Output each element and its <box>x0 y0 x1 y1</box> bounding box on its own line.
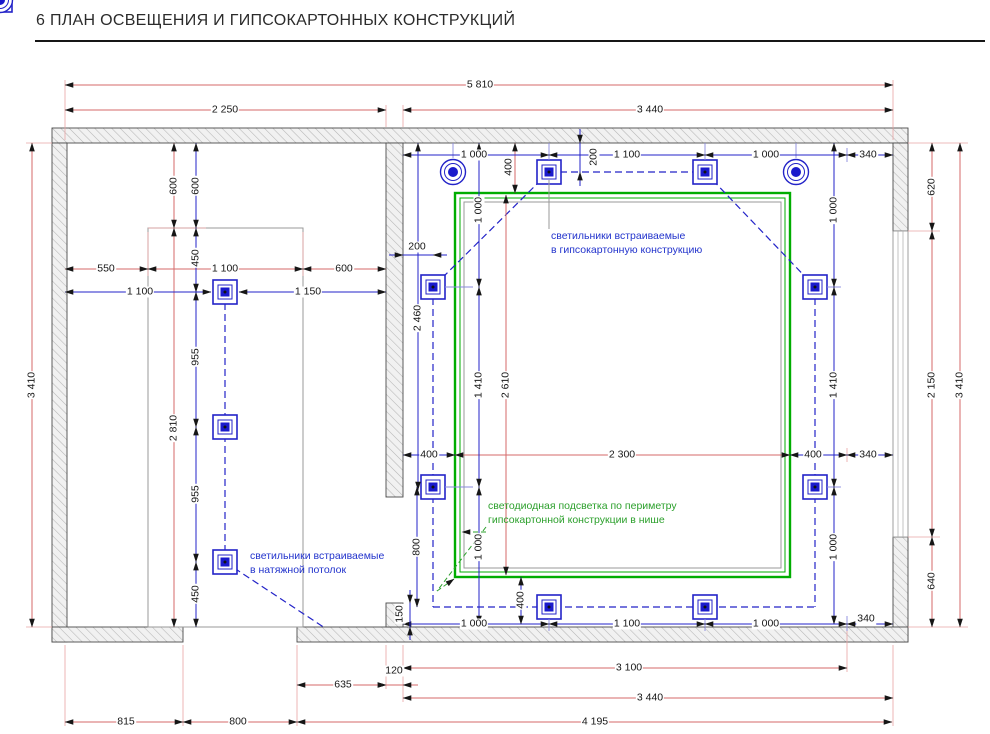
dimension-label: 3 100 <box>614 661 644 674</box>
extension-lines <box>26 80 968 726</box>
dimension-label: 150 <box>393 604 406 624</box>
dimension-label: 2 300 <box>607 448 637 461</box>
dimension-label: 1 150 <box>293 285 323 298</box>
dimension-label: 640 <box>925 571 938 591</box>
annotation-line: гипсокартонной конструкции в нише <box>488 513 665 526</box>
dimension-label: 1 100 <box>125 285 155 298</box>
annotation-line: светодиодная подсветка по периметру <box>488 500 677 512</box>
dimension-label: 955 <box>189 347 202 367</box>
dimension-label: 2 810 <box>167 413 180 443</box>
led-strip-perimeter <box>453 191 792 579</box>
dimension-label: 1 000 <box>472 195 485 225</box>
walls <box>51 127 909 643</box>
annotation-line: светильники встраиваемые <box>551 230 686 242</box>
dimension-label: 1 000 <box>472 532 485 562</box>
dimension-label: 400 <box>502 157 515 177</box>
drywall-boxes <box>147 201 782 628</box>
annotation-recessed-gypsum: светильники встраиваемые в гипсокартонну… <box>551 230 702 257</box>
dimension-label: 800 <box>410 537 423 557</box>
dimension-label: 3 410 <box>953 370 966 400</box>
dimension-label: 600 <box>167 176 180 196</box>
dimension-label: 5 810 <box>465 78 495 91</box>
dimension-label: 600 <box>189 176 202 196</box>
dimension-label: 340 <box>856 612 876 625</box>
dimension-label: 1 000 <box>751 148 781 161</box>
dimension-label: 1 410 <box>472 370 485 400</box>
dimension-label: 2 460 <box>411 303 424 333</box>
wiring-dashed <box>224 171 816 629</box>
dimension-label: 1 100 <box>612 148 642 161</box>
annotation-line: в гипсокартонную конструкцию <box>551 243 703 256</box>
dimension-label: 3 410 <box>25 370 38 400</box>
dimension-label: 340 <box>858 448 878 461</box>
dimension-label: 2 250 <box>210 103 240 116</box>
annotation-leaders <box>436 180 550 592</box>
dimension-label: 400 <box>514 590 527 610</box>
dimension-label: 550 <box>96 262 116 275</box>
dimension-label: 3 440 <box>635 691 665 704</box>
dimension-label: 2 150 <box>925 370 938 400</box>
dimension-label: 1 100 <box>612 617 642 630</box>
dimension-label: 1 000 <box>827 532 840 562</box>
dimension-label: 800 <box>228 715 248 728</box>
dimension-label: 120 <box>384 664 404 677</box>
pendant-light-symbols <box>0 0 810 186</box>
dimension-label: 3 440 <box>635 103 665 116</box>
dimension-label: 200 <box>587 147 600 167</box>
dimension-label: 1 000 <box>827 195 840 225</box>
dimension-label: 1 000 <box>459 148 489 161</box>
dimension-label: 450 <box>189 248 202 268</box>
dimension-label: 1 410 <box>827 370 840 400</box>
annotation-line: светильники встраиваемые <box>250 550 385 562</box>
page-title: 6 ПЛАН ОСВЕЩЕНИЯ И ГИПСОКАРТОННЫХ КОНСТР… <box>36 12 516 29</box>
dimension-label: 600 <box>334 262 354 275</box>
title-underline <box>35 40 985 42</box>
dimension-label: 1 000 <box>751 617 781 630</box>
dimension-label: 815 <box>116 715 136 728</box>
dimension-label: 400 <box>803 448 823 461</box>
dimension-label: 620 <box>925 177 938 197</box>
dimension-label: 955 <box>189 484 202 504</box>
annotation-line: в натяжной потолок <box>250 563 347 576</box>
annotation-led-strip: светодиодная подсветка по периметру гипс… <box>488 500 677 527</box>
dimension-label: 450 <box>189 584 202 604</box>
dimension-label: 635 <box>333 678 353 691</box>
dimension-label: 1 000 <box>459 617 489 630</box>
window <box>892 230 909 538</box>
dimension-label: 4 195 <box>580 715 610 728</box>
dimension-label: 340 <box>858 148 878 161</box>
dimension-label: 400 <box>419 448 439 461</box>
dimension-label: 200 <box>407 240 427 253</box>
dimension-label: 1 100 <box>210 262 240 275</box>
annotation-recessed-stretch: светильники встраиваемые в натяжной пото… <box>250 550 384 577</box>
dimension-label: 2 610 <box>499 370 512 400</box>
